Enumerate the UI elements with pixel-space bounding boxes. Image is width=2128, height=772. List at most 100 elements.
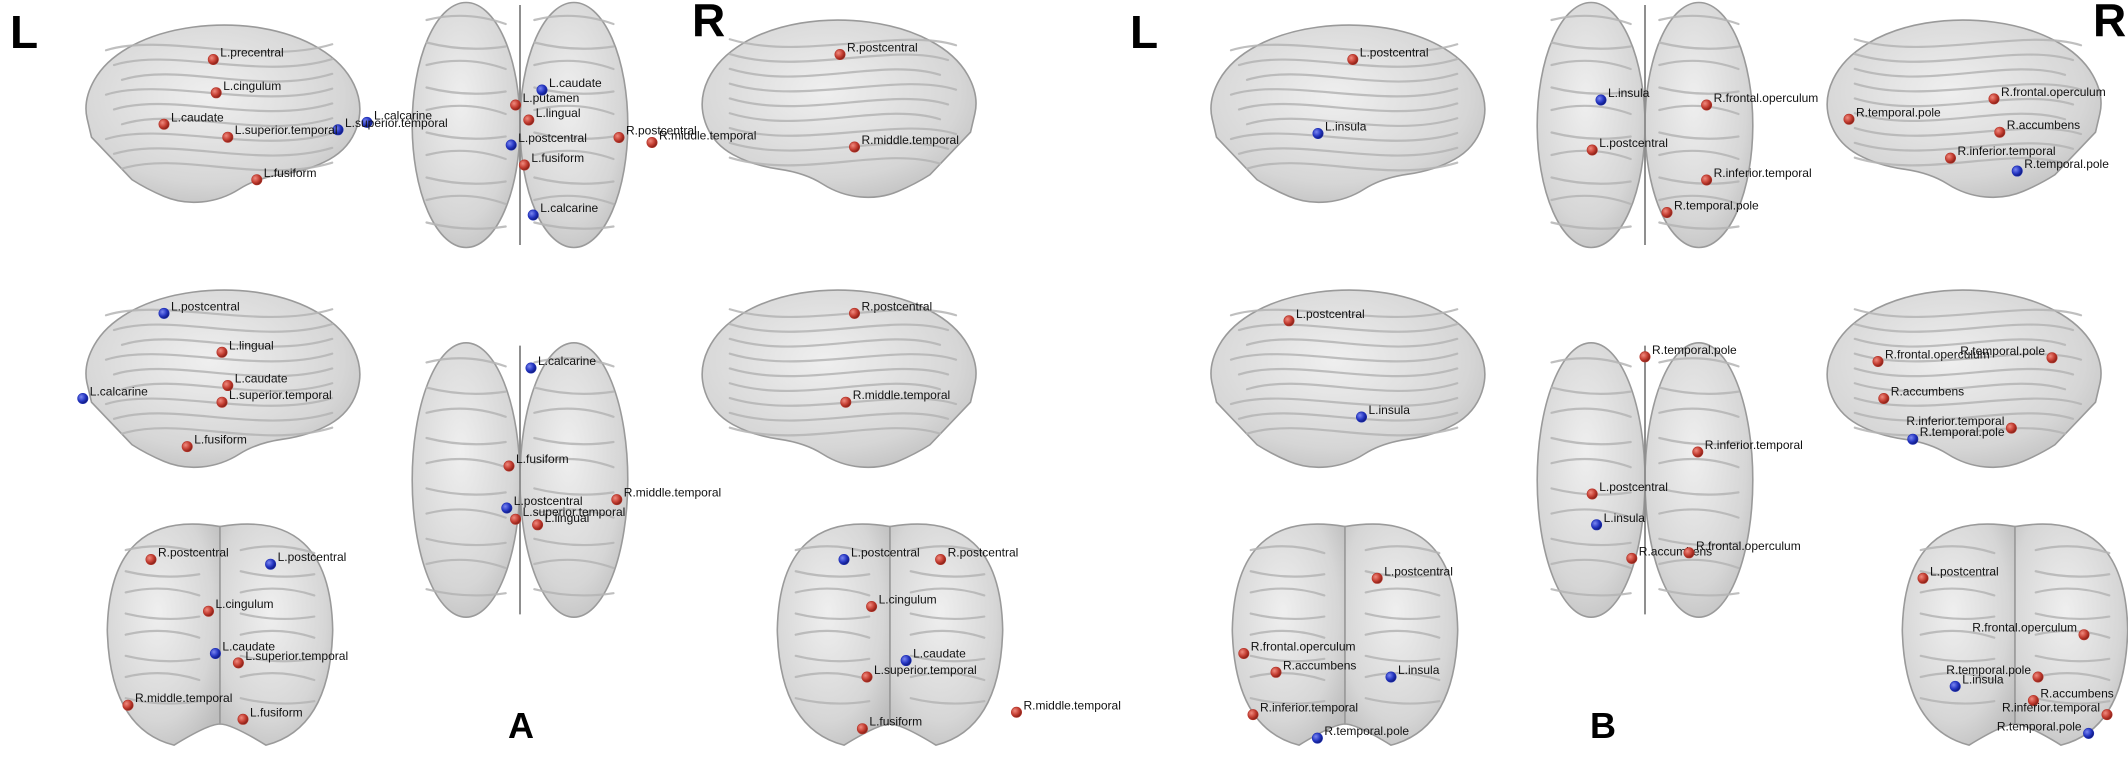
node-dorsal-0: L.caudate <box>536 76 602 96</box>
gyrus-fold <box>120 117 334 128</box>
gyrus-fold <box>533 588 615 597</box>
node-marker <box>518 159 530 171</box>
gyrus-fold <box>1658 457 1740 469</box>
gyrus-fold <box>1245 117 1459 128</box>
gyrus-fold <box>1364 545 1441 555</box>
node-label: L.insula <box>1398 663 1440 677</box>
node-marker <box>1311 732 1323 744</box>
gyrus-fold <box>728 38 958 49</box>
node-posterior-4: R.accumbens <box>2027 687 2114 706</box>
gyrus-fold <box>1853 141 2075 152</box>
node-posterior-0: L.postcentral <box>838 546 920 565</box>
node-marker <box>1692 446 1704 458</box>
gyrus-fold <box>1550 508 1632 519</box>
node-anterior-3: L.insula <box>1385 663 1440 683</box>
node-marker <box>501 502 513 514</box>
gyrus-fold <box>239 545 316 555</box>
node-marker <box>1347 53 1359 65</box>
node-marker <box>251 174 263 186</box>
node-label: R.accumbens <box>1891 385 1964 399</box>
gyrus-fold <box>1229 87 1459 98</box>
node-marker <box>1312 128 1324 140</box>
node-dorsal-1: L.putamen <box>510 91 579 111</box>
node-label: L.caudate <box>549 76 602 90</box>
gyrus-fold <box>1550 558 1632 570</box>
node-label: L.calcarine <box>90 385 148 399</box>
node-label: L.superior.temporal <box>345 116 448 130</box>
gyrus-fold <box>533 104 615 116</box>
node-label: R.frontal.operculum <box>1972 621 2077 635</box>
gyrus-fold <box>425 59 507 71</box>
node-marker <box>2011 165 2023 177</box>
node-right-lateral-1: R.temporal.pole <box>1843 105 1941 125</box>
node-marker <box>207 53 219 65</box>
brain-view-a-3 <box>85 289 361 469</box>
node-label: R.frontal.operculum <box>2001 85 2106 99</box>
gyrus-fold <box>794 545 871 555</box>
node-label: L.cingulum <box>216 597 274 611</box>
gyrus-fold <box>1237 367 1459 378</box>
gyrus-fold <box>1658 221 1740 230</box>
node-marker <box>210 87 222 99</box>
node-label: L.fusiform <box>264 166 317 180</box>
node-label: L.superior.temporal <box>874 663 977 677</box>
gyrus-fold <box>2034 587 2111 597</box>
node-label: R.temporal.pole <box>1920 425 2005 439</box>
gyrus-fold <box>1658 149 1740 161</box>
node-marker <box>1661 207 1673 219</box>
node-marker <box>1595 94 1607 106</box>
gyrus-fold <box>239 612 316 621</box>
node-marker <box>861 671 873 683</box>
node-marker <box>935 553 947 565</box>
node-left-lateral-6: L.fusiform <box>251 166 317 186</box>
gyrus-fold <box>1853 382 2067 393</box>
node-posterior-2: L.cingulum <box>866 593 937 612</box>
gyrus-fold <box>1550 59 1632 71</box>
brain-view-b-4 <box>1536 341 1754 618</box>
gyrus-fold <box>425 221 507 230</box>
node-posterior-0: L.postcentral <box>1917 564 1999 584</box>
gyrus-fold <box>112 102 334 113</box>
node-marker <box>646 137 658 149</box>
gyrus-fold <box>112 322 334 333</box>
node-right-medial-1: R.middle.temporal <box>840 388 950 408</box>
node-left-medial-1: L.lingual <box>216 338 274 358</box>
gyrus-fold <box>1658 104 1740 116</box>
node-marker <box>158 118 170 130</box>
node-anterior-3: L.caudate <box>209 640 275 659</box>
gyrus-fold <box>1658 41 1740 50</box>
gyrus-fold <box>533 194 615 206</box>
gyrus-fold <box>425 386 507 395</box>
node-left-medial-5: L.fusiform <box>181 433 247 453</box>
left-hemisphere-marker-b: L <box>1130 6 1158 58</box>
node-label: L.postcentral <box>851 546 920 560</box>
gyrus-fold <box>1853 97 2075 108</box>
hemisphere-surface <box>411 341 521 618</box>
node-marker <box>527 209 539 221</box>
gyrus-fold <box>124 629 201 639</box>
node-label: L.lingual <box>229 338 274 352</box>
node-label: R.middle.temporal <box>862 133 959 147</box>
node-label: L.postcentral <box>1599 136 1668 150</box>
node-marker <box>1591 519 1603 531</box>
gyrus-fold <box>728 67 942 78</box>
node-marker <box>209 647 221 659</box>
node-label: L.insula <box>1369 403 1411 417</box>
node-marker <box>536 84 548 96</box>
gyrus-fold <box>728 97 950 108</box>
brain-surface <box>701 19 977 199</box>
node-marker <box>1843 113 1855 125</box>
gyrus-fold <box>909 672 986 682</box>
gyrus-fold <box>909 545 986 555</box>
gyrus-fold <box>794 587 871 597</box>
gyrus-fold <box>104 396 334 407</box>
node-marker <box>1626 552 1638 564</box>
gyrus-fold <box>728 352 958 363</box>
node-label: L.superior.temporal <box>229 388 332 402</box>
gyrus-fold <box>1550 386 1632 395</box>
gyrus-fold <box>425 508 507 519</box>
node-marker <box>203 605 215 617</box>
gyrus-fold <box>728 367 950 378</box>
node-marker <box>848 141 860 153</box>
gyrus-fold <box>728 126 958 137</box>
